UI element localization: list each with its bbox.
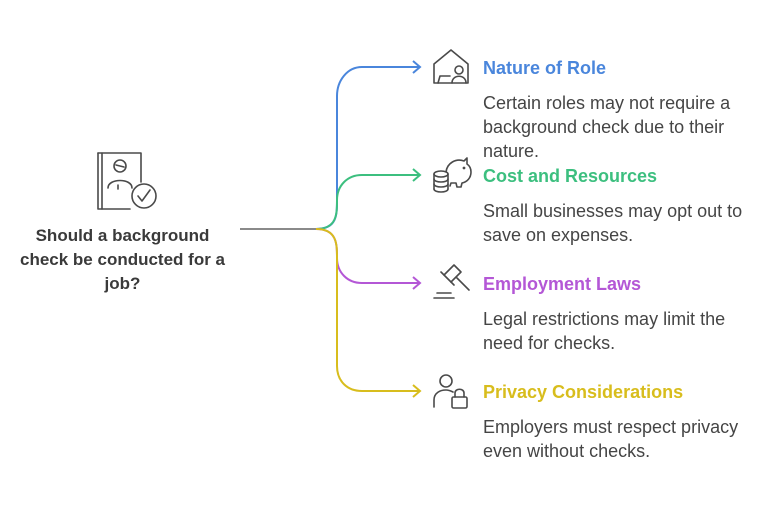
connector-privacy-considerations xyxy=(315,228,420,392)
person-lock-icon xyxy=(433,374,468,409)
arrowhead-privacy-considerations xyxy=(412,384,422,398)
connector-cost-and-resources xyxy=(315,174,420,230)
branch-title-privacy-considerations: Privacy Considerations xyxy=(483,382,684,402)
branch-description-privacy-considerations: Employers must respect privacy even with… xyxy=(483,417,739,461)
arrowhead-cost-and-resources xyxy=(412,168,422,182)
branch-description-employment-laws: Legal restrictions may limit the need fo… xyxy=(483,309,726,353)
connector-employment-laws xyxy=(315,228,420,284)
arrowhead-nature-of-role xyxy=(412,60,422,74)
arrowhead-employment-laws xyxy=(412,276,422,290)
document-check-icon xyxy=(97,152,157,210)
gavel-icon xyxy=(433,264,470,299)
branch-title-nature-of-role: Nature of Role xyxy=(483,58,607,78)
branch-description-nature-of-role: Certain roles may not require a backgrou… xyxy=(483,93,731,161)
branch-title-employment-laws: Employment Laws xyxy=(483,274,642,294)
branch-description-cost-and-resources: Small businesses may opt out to save on … xyxy=(483,201,743,245)
house-person-icon xyxy=(433,49,469,84)
connector-nature-of-role xyxy=(315,66,420,230)
piggy-bank-coins-icon xyxy=(433,157,472,193)
root-question: Should a background check be conducted f… xyxy=(20,226,225,293)
branch-title-cost-and-resources: Cost and Resources xyxy=(483,166,658,186)
